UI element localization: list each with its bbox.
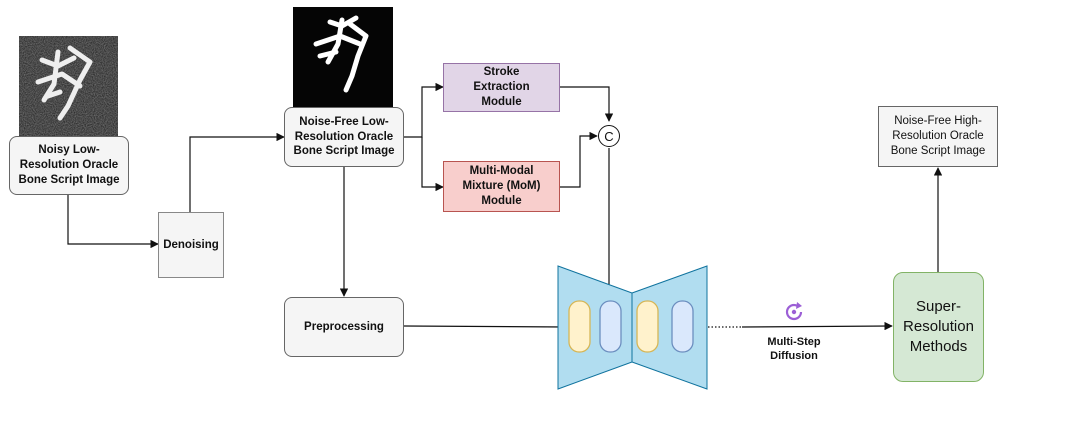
cycle-icon [785,302,803,321]
unet-block-2 [599,300,622,353]
stroke-extraction-module: Stroke Extraction Module [443,63,560,112]
noise-free-low-res-box: Noise-Free Low-Resolution Oracle Bone Sc… [284,107,404,167]
unet-decoder [631,265,708,390]
edge-clean-to-mom [421,137,444,192]
mom-module: Multi-Modal Mixture (MoM) Module [443,161,560,212]
preprocessing-box: Preprocessing [284,297,404,357]
edge-denoising-to-clean [189,132,285,212]
unet-block-1 [568,300,591,353]
edge-stroke-to-concat [560,86,614,122]
edge-preprocessing-to-unet [403,322,566,332]
edge-noisy-to-denoising [67,195,159,249]
noise-free-high-res-box: Noise-Free High-Resolution Oracle Bone S… [878,106,998,167]
connectors [67,82,943,332]
denoising-box: Denoising [158,212,224,278]
noisy-glyph-image [19,36,118,136]
edge-clean-to-stroke [404,82,444,138]
edge-diffusion-to-sr [741,321,893,331]
unet-block-4 [671,300,694,353]
noisy-input-box: Noisy Low-Resolution Oracle Bone Script … [9,136,129,195]
multi-step-diffusion-label: Multi-Step Diffusion [767,336,821,362]
super-resolution-methods-box: Super-Resolution Methods [893,272,984,382]
edge-mom-to-concat [560,131,598,188]
clean-glyph-image [293,7,393,107]
concat-symbol: C [598,125,620,147]
unet-block-3 [636,300,659,353]
unet-diffusion-model [557,265,708,390]
